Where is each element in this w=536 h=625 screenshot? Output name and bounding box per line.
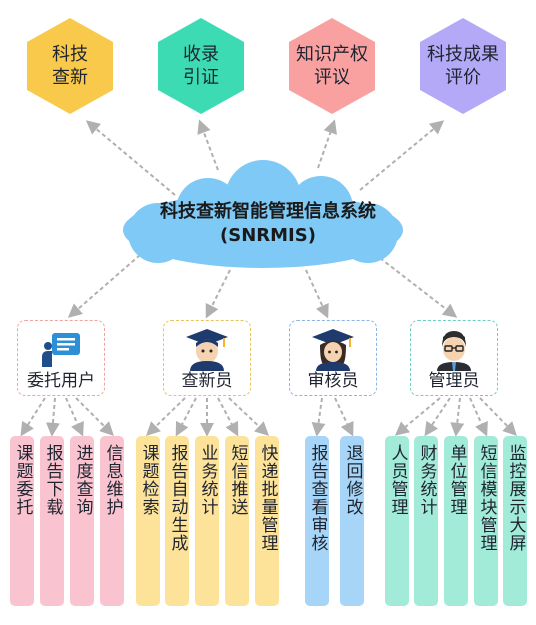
role-box-searcher: 查新员 (163, 320, 251, 396)
task-pill: 退回修改 (340, 436, 364, 606)
task-pill: 课题检索 (136, 436, 160, 606)
task-pill: 短信模块管理 (474, 436, 498, 606)
service-hex-achievement-eval: 科技成果 评价 (420, 18, 506, 114)
system-title: 科技查新智能管理信息系统 (SNRMIS) (160, 201, 376, 246)
user-card-icon (42, 333, 80, 367)
role-label-client: 委托用户 (27, 371, 95, 391)
task-pill: 业务统计 (195, 436, 219, 606)
task-pill: 信息维护 (100, 436, 124, 606)
role-box-client: 委托用户 (17, 320, 105, 396)
task-pill: 报告自动生成 (165, 436, 189, 606)
cloud-shape (123, 160, 403, 268)
role-label-searcher: 查新员 (181, 371, 233, 391)
task-pill: 监控展示大屏 (503, 436, 527, 606)
service-hex-ip-review: 知识产权 评议 (289, 18, 375, 114)
role-label-admin: 管理员 (428, 371, 480, 391)
task-pill: 报告下载 (40, 436, 64, 606)
role-box-admin: 管理员 (410, 320, 498, 396)
task-pill: 进度查询 (70, 436, 94, 606)
task-pill: 课题委托 (10, 436, 34, 606)
role-label-reviewer: 审核员 (307, 371, 359, 391)
task-pill: 短信推送 (225, 436, 249, 606)
task-pill: 快递批量管理 (255, 436, 279, 606)
graduate-woman-icon (312, 329, 354, 371)
task-pill: 财务统计 (414, 436, 438, 606)
task-pill: 人员管理 (385, 436, 409, 606)
graduate-icon (186, 329, 228, 371)
role-box-reviewer: 审核员 (289, 320, 377, 396)
task-pill: 报告查看审核 (305, 436, 329, 606)
task-pill: 单位管理 (444, 436, 468, 606)
admin-glasses-icon (437, 331, 471, 371)
